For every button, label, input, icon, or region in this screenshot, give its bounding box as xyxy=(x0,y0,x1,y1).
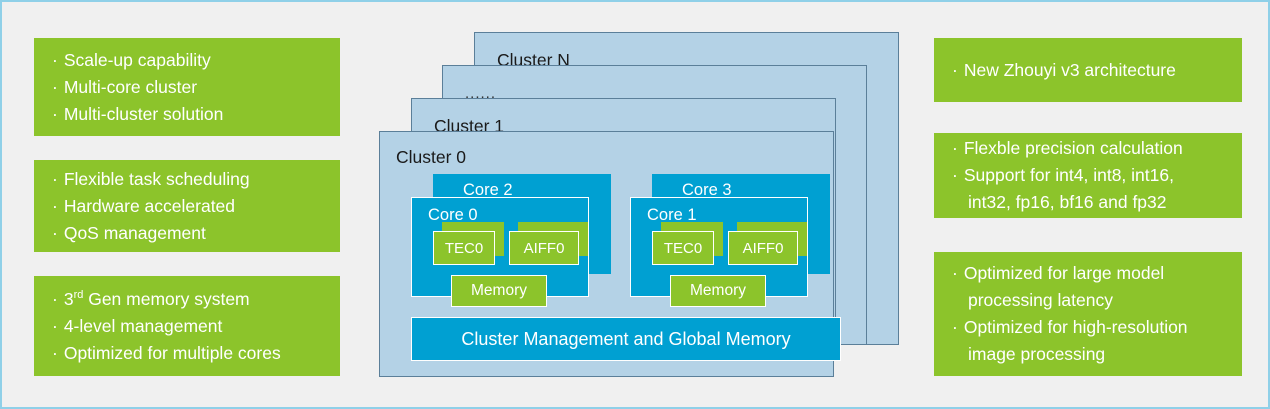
unit-aiff0-left: AIFF0 xyxy=(509,222,588,265)
feature-text: QoS management xyxy=(63,222,206,243)
feature-line: · Hardware accelerated xyxy=(52,193,320,220)
bullet-icon: · xyxy=(52,288,58,309)
bullet-icon: · xyxy=(52,315,58,336)
core-memory-left: Memory xyxy=(451,275,547,307)
core-group-left: Core 2 Core 0 TEC0 AIFF0 xyxy=(411,174,621,307)
ordinal-suffix: rd xyxy=(73,288,84,301)
feature-line: · New Zhouyi v3 architecture xyxy=(952,57,1222,84)
bullet-icon: · xyxy=(52,342,58,363)
feature-line: · Scale-up capability xyxy=(52,47,320,74)
cluster-management-label: Cluster Management and Global Memory xyxy=(461,328,791,349)
feature-line: · QoS management xyxy=(52,220,320,247)
cluster-box-0: Cluster 0 Core 2 Core 0 TEC0 xyxy=(379,131,841,377)
bullet-icon: · xyxy=(52,49,58,70)
feature-line: · Optimized for multiple cores xyxy=(52,340,320,367)
feature-card-architecture: · New Zhouyi v3 architecture xyxy=(934,38,1242,102)
feature-line: · 3rd Gen memory system xyxy=(52,286,320,313)
core-label-0: Core 0 xyxy=(428,206,478,224)
feature-text: Multi-cluster solution xyxy=(63,103,224,124)
unit-label: AIFF0 xyxy=(742,239,784,257)
feature-text: 4-level management xyxy=(63,315,223,336)
feature-line: · Optimized for large model xyxy=(952,260,1222,287)
feature-text: processing latency xyxy=(968,290,1113,310)
core-memory-label: Memory xyxy=(690,282,746,299)
core-label-3: Core 3 xyxy=(682,181,732,199)
core-label-1: Core 1 xyxy=(647,206,697,224)
feature-line: · Multi-cluster solution xyxy=(52,101,320,128)
unit-tec0-right: TEC0 xyxy=(652,222,723,265)
feature-card-memory-system: · 3rd Gen memory system · 4-level manage… xyxy=(34,276,340,376)
bullet-icon: · xyxy=(52,195,58,216)
bullet-icon: · xyxy=(952,317,958,337)
cluster-management-bar: Cluster Management and Global Memory xyxy=(411,317,841,361)
feature-card-optimization: · Optimized for large model processing l… xyxy=(934,252,1242,376)
unit-label: TEC0 xyxy=(663,239,703,257)
cluster-architecture-diagram: Cluster N ...... Cluster 1 Cluster 0 Cor… xyxy=(379,32,899,377)
feature-card-scale-up: · Scale-up capability · Multi-core clust… xyxy=(34,38,340,136)
feature-text: Flexible task scheduling xyxy=(63,168,250,189)
unit-face: AIFF0 xyxy=(509,231,579,265)
feature-text: Optimized for high-resolution xyxy=(963,317,1188,337)
feature-line-continuation: processing latency xyxy=(952,287,1222,314)
unit-label: TEC0 xyxy=(444,239,484,257)
core-memory-label: Memory xyxy=(471,282,527,299)
ordinal-number: 3 xyxy=(63,288,74,309)
feature-text: 3rd Gen memory system xyxy=(64,286,250,313)
unit-face: AIFF0 xyxy=(728,231,798,265)
feature-text: Flexble precision calculation xyxy=(963,138,1183,158)
feature-line-continuation: image processing xyxy=(952,341,1222,368)
feature-text: Hardware accelerated xyxy=(63,195,236,216)
bullet-icon: · xyxy=(952,138,958,158)
unit-face: TEC0 xyxy=(433,231,495,265)
cluster-label-0: Cluster 0 xyxy=(396,147,467,167)
feature-text: Multi-core cluster xyxy=(63,76,198,97)
feature-text: Optimized for multiple cores xyxy=(63,342,281,363)
cluster-label-ellipsis: ...... xyxy=(465,85,497,102)
feature-text: Support for int4, int8, int16, xyxy=(963,165,1174,185)
feature-line-continuation: int32, fp16, bf16 and fp32 xyxy=(952,189,1222,216)
core-label-2: Core 2 xyxy=(463,181,513,199)
feature-line: · Multi-core cluster xyxy=(52,74,320,101)
bullet-icon: · xyxy=(52,76,58,97)
feature-line: · Optimized for high-resolution xyxy=(952,314,1222,341)
feature-text: Optimized for large model xyxy=(963,263,1165,283)
feature-line: · Flexible task scheduling xyxy=(52,166,320,193)
bullet-icon: · xyxy=(52,168,58,189)
feature-card-precision: · Flexble precision calculation · Suppor… xyxy=(934,133,1242,218)
feature-text: image processing xyxy=(968,344,1106,364)
core-memory-right: Memory xyxy=(670,275,766,307)
feature-text-rest: Gen memory system xyxy=(83,288,250,309)
unit-tec0-left: TEC0 xyxy=(433,222,504,265)
bullet-icon: · xyxy=(952,263,958,283)
unit-aiff0-right: AIFF0 xyxy=(728,222,807,265)
feature-text: int32, fp16, bf16 and fp32 xyxy=(968,192,1167,212)
feature-line: · Support for int4, int8, int16, xyxy=(952,162,1222,189)
bullet-icon: · xyxy=(52,222,58,243)
feature-card-scheduling: · Flexible task scheduling · Hardware ac… xyxy=(34,160,340,252)
feature-line: · Flexble precision calculation xyxy=(952,135,1222,162)
bullet-icon: · xyxy=(952,59,958,80)
unit-label: AIFF0 xyxy=(523,239,565,257)
feature-line: · 4-level management xyxy=(52,313,320,340)
bullet-icon: · xyxy=(952,165,958,185)
feature-text: Scale-up capability xyxy=(63,49,211,70)
bullet-icon: · xyxy=(52,103,58,124)
core-group-right: Core 3 Core 1 TEC0 AIFF0 xyxy=(630,174,840,307)
feature-text: New Zhouyi v3 architecture xyxy=(963,59,1176,80)
unit-face: TEC0 xyxy=(652,231,714,265)
